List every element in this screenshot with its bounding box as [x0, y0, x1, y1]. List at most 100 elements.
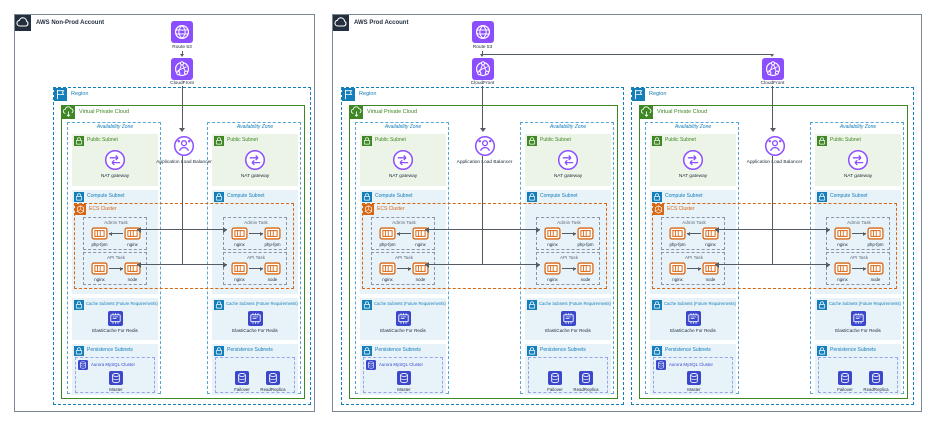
- container-label: nginx: [837, 276, 848, 282]
- task-label: Admin Task: [244, 219, 268, 225]
- arrowhead: [425, 261, 429, 268]
- route53-icon: [171, 21, 193, 43]
- arrowhead: [260, 266, 263, 271]
- persistence-subnet-label: Persistence Subnets: [830, 346, 876, 353]
- arrowhead: [715, 226, 719, 233]
- container-icon: [834, 262, 851, 275]
- nat-gateway-label: NAT gateway: [678, 174, 708, 179]
- container-icon: [412, 227, 429, 240]
- container-icon: [379, 262, 396, 275]
- task-label: Admin Task: [392, 219, 416, 225]
- arrowhead: [863, 266, 866, 271]
- container-icon: [867, 227, 884, 240]
- lock-icon: [362, 192, 372, 202]
- container-icon: [577, 227, 594, 240]
- container-icon: [669, 227, 686, 240]
- alb-icon: [763, 134, 787, 158]
- connector-line: [425, 229, 540, 230]
- cache-subnet: Cache Subnets (Future Requirements)Elast…: [212, 298, 298, 340]
- container-label: php-fpm: [379, 241, 396, 247]
- arrowhead: [770, 53, 774, 57]
- connector-line: [397, 268, 411, 269]
- cache-subnet: Cache Subnets (Future Requirements)Elast…: [650, 298, 736, 340]
- container-label: node: [415, 276, 426, 282]
- elasticache-icon: [685, 311, 701, 326]
- ecs-cluster-label: ECS Cluster: [377, 205, 405, 212]
- arrowhead: [573, 231, 576, 236]
- vpc-label: Virtual Private Cloud: [79, 109, 130, 115]
- arrowhead: [222, 261, 227, 268]
- db-node-icon: [266, 371, 280, 385]
- compute-subnet-label: Compute Subnet: [375, 192, 413, 199]
- nat-gateway-label: NAT gateway: [240, 174, 270, 179]
- task-label: API Task: [684, 254, 704, 260]
- persistence-subnet-label: Persistence Subnets: [540, 346, 586, 353]
- alb-label: Application Load Balancer: [156, 160, 212, 165]
- container-icon: [379, 227, 396, 240]
- db-node-icon: [397, 371, 411, 385]
- az-label: Availability Zone: [549, 123, 587, 130]
- elasticache-label: ElastiCache For Redis: [232, 327, 278, 333]
- compute-subnet: Compute Subnet: [650, 190, 736, 294]
- cloudfront-icon: [761, 58, 784, 80]
- container-label: nginx: [127, 241, 138, 247]
- db-node-label: ReadReplica: [260, 386, 286, 392]
- connector-line: [397, 233, 411, 234]
- connector-line: [772, 156, 773, 265]
- public-subnet-label: Public Subnet: [87, 136, 118, 143]
- connector-line: [852, 268, 866, 269]
- arrowhead: [222, 226, 227, 233]
- lock-icon: [652, 300, 662, 310]
- cache-subnet: Cache Subnets (Future Requirements)Elast…: [815, 298, 901, 340]
- container-icon: [91, 262, 108, 275]
- lock-icon: [74, 136, 84, 146]
- lock-icon: [817, 136, 827, 146]
- elasticache-label: ElastiCache For Redis: [92, 327, 138, 333]
- elasticache-label: ElastiCache For Redis: [380, 327, 426, 333]
- arrowhead: [120, 266, 123, 271]
- ecs-cluster: ECS Cluster: [652, 203, 897, 289]
- arrowhead: [480, 53, 484, 57]
- region-label: Region: [649, 91, 667, 97]
- task-label: Admin Task: [847, 219, 871, 225]
- persistence-subnet-label: Persistence Subnets: [665, 346, 711, 353]
- ecs-icon: [653, 204, 664, 215]
- arrowhead: [535, 226, 540, 233]
- elasticache-label: ElastiCache For Redis: [545, 327, 591, 333]
- aurora-icon: [656, 360, 666, 370]
- elasticache-icon: [560, 311, 576, 326]
- container-label: nginx: [234, 276, 245, 282]
- aurora-cluster-label: Aurora MySQL Cluster: [91, 361, 136, 367]
- connector-line: [562, 268, 576, 269]
- lock-icon: [214, 300, 224, 310]
- container-icon: [702, 227, 719, 240]
- container-icon: [412, 262, 429, 275]
- cloudfront-label: CloudFront: [170, 81, 194, 86]
- aws-cloud-icon: [333, 15, 349, 31]
- arrowhead: [573, 266, 576, 271]
- ecs-icon: [75, 204, 86, 215]
- container-label: php-fpm: [577, 241, 594, 247]
- connector-line: [109, 233, 123, 234]
- container-label: nginx: [672, 276, 683, 282]
- arrowhead: [535, 261, 540, 268]
- cache-subnet: Cache Subnets (Future Requirements)Elast…: [525, 298, 611, 340]
- container-label: nginx: [837, 241, 848, 247]
- container-icon: [91, 227, 108, 240]
- task-label: Admin Task: [682, 219, 706, 225]
- ecs-cluster: ECS Cluster: [362, 203, 607, 289]
- lock-icon: [652, 192, 662, 202]
- arrowhead: [397, 231, 400, 236]
- ecs-cluster: ECS Cluster: [74, 203, 294, 289]
